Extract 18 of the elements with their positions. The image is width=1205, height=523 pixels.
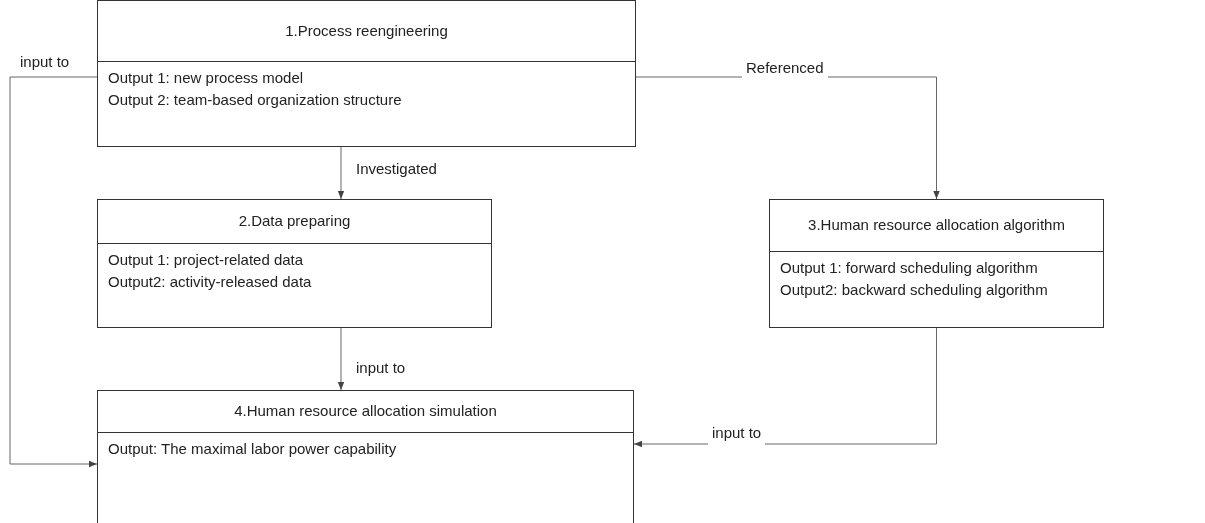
process-box [97, 390, 634, 523]
output-text: Output 1: forward scheduling algorithm [780, 258, 1038, 278]
arrow [337, 146, 345, 200]
output-text: Output2: activity-released data [108, 272, 312, 292]
arrow [337, 327, 345, 391]
process-box [97, 0, 636, 147]
process-box [97, 199, 492, 328]
box-heading: 3.Human resource allocation algorithm [808, 215, 1065, 236]
output-text: Output 1: new process model [108, 68, 304, 88]
output-text: Output2: backward scheduling algorithm [780, 280, 1048, 300]
output-text: Output 1: project-related data [108, 250, 304, 270]
output-text: Output: The maximal labor power capability [108, 439, 397, 459]
box-heading: 1.Process reengineering [285, 20, 448, 41]
output-text: Output 2: team-based organization structure [108, 90, 402, 110]
process-box [769, 199, 1104, 328]
box-heading: 4.Human resource allocation simulation [234, 401, 497, 422]
arrow [9, 76, 98, 468]
box-heading: 2.Data preparing [238, 211, 351, 232]
